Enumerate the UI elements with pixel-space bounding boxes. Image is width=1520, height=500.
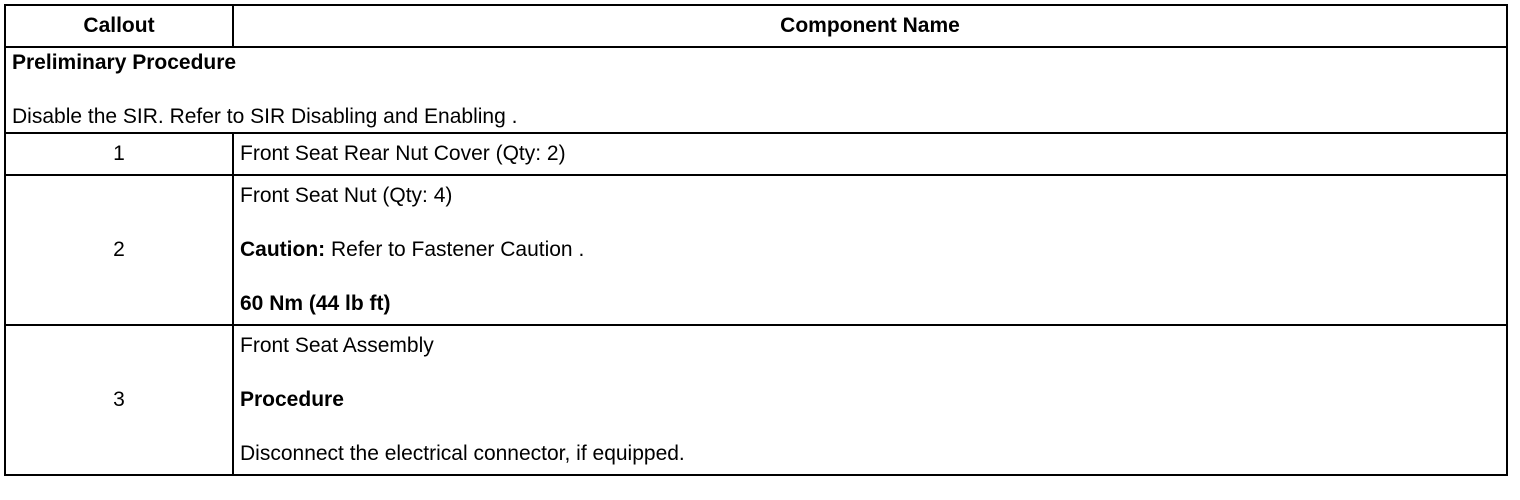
table-row: 2 Front Seat Nut (Qty: 4) Caution: Refer… — [4, 174, 1508, 326]
preliminary-text: Disable the SIR. Refer to SIR Disabling … — [12, 105, 518, 128]
preliminary-row: Preliminary Procedure Disable the SIR. R… — [4, 46, 1508, 134]
torque-spec: 60 Nm (44 lb ft) — [240, 292, 391, 315]
preliminary-cell: Preliminary Procedure Disable the SIR. R… — [4, 46, 1508, 134]
component-name: Front Seat Nut (Qty: 4) — [240, 184, 453, 207]
callout-cell: 2 — [4, 174, 234, 326]
component-name-cell: Front Seat Nut (Qty: 4) Caution: Refer t… — [232, 174, 1508, 326]
caution-label: Caution: — [240, 238, 326, 261]
component-name-cell: Front Seat Assembly Procedure Disconnect… — [232, 324, 1508, 476]
table-row: 3 Front Seat Assembly Procedure Disconne… — [4, 324, 1508, 476]
callout-header: Callout — [4, 4, 234, 48]
procedure-text: Disconnect the electrical connector, if … — [240, 442, 685, 465]
callout-cell: 3 — [4, 324, 234, 476]
callout-cell: 1 — [4, 132, 234, 176]
caution-text: Refer to Fastener Caution . — [325, 238, 585, 261]
component-name: Front Seat Assembly — [240, 334, 434, 357]
preliminary-heading: Preliminary Procedure — [12, 51, 237, 74]
header-row: Callout Component Name — [4, 4, 1508, 48]
component-table: Callout Component Name Preliminary Proce… — [4, 4, 1508, 476]
component-name-cell: Front Seat Rear Nut Cover (Qty: 2) — [232, 132, 1508, 176]
procedure-label: Procedure — [240, 388, 344, 411]
caution-line: Caution: Refer to Fastener Caution . — [240, 235, 1500, 265]
table-row: 1 Front Seat Rear Nut Cover (Qty: 2) — [4, 132, 1508, 176]
component-name-header: Component Name — [232, 4, 1508, 48]
